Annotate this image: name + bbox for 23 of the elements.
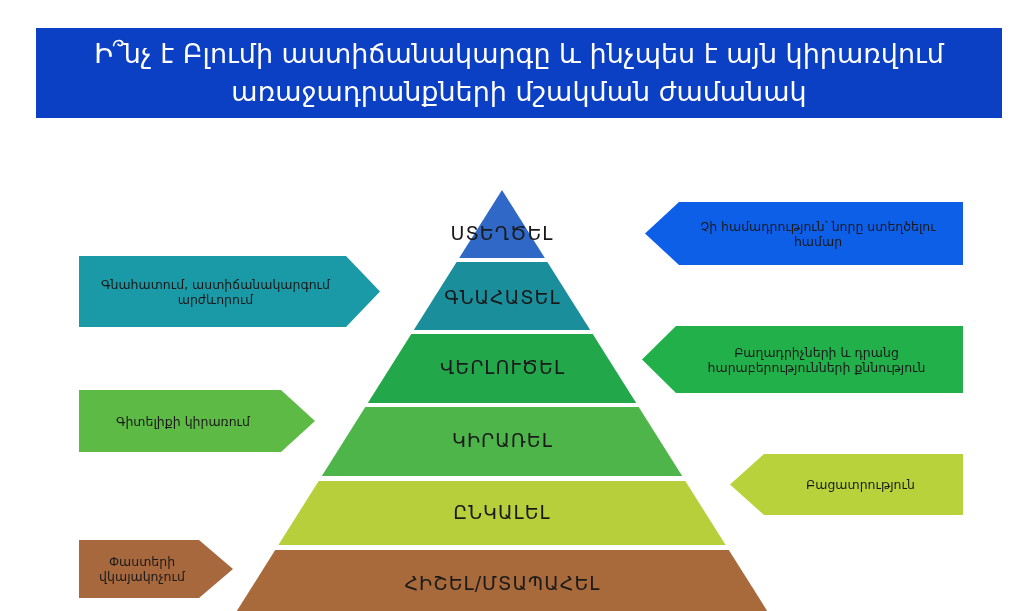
- pyramid-level: [322, 407, 683, 476]
- level-label: ԿԻՐԱՌԵԼ: [451, 429, 554, 451]
- level-label: ԳՆԱՀԱՏԵԼ: [443, 286, 562, 308]
- arrow-callout: [79, 256, 380, 327]
- callout-text: Գնահատում, աստիճանակարգում արժևորում: [100, 275, 331, 309]
- callout-text: Գիտելիքի կիրառում: [115, 412, 251, 431]
- arrow-callout: [642, 326, 963, 393]
- pyramid-level: [414, 262, 591, 330]
- arrow-callout: [79, 390, 315, 452]
- pyramid-level: [237, 550, 768, 611]
- callout-text: Չի համադրություն՝ նորը ստեղծելու համար: [699, 217, 937, 251]
- callout-text: Բաղադրիչների և դրանց հարաբերությունների քննություն: [706, 343, 927, 377]
- callout-text: Փաստերի վկայակոչում: [98, 553, 186, 586]
- level-label: ՎԵՐԼՈՒԾԵԼ: [438, 356, 567, 378]
- title-banner: Ի՞նչ է Բլումի աստիճանակարգը և ինչպես է այն կիրառվում առաջադրանքների մշակման ժամանակ: [36, 28, 1002, 118]
- callout-text: Բացատրություն: [805, 476, 916, 494]
- pyramid-level: [368, 334, 637, 403]
- arrow-callout: [645, 202, 963, 265]
- level-label: ԸՆԿԱԼԵԼ: [452, 501, 552, 523]
- pyramid-level: [278, 481, 726, 545]
- arrow-callout: [79, 540, 233, 598]
- arrow-callout: [730, 454, 963, 515]
- level-label: ՀԻՇԵԼ/ՄՏԱՊԱՀԵԼ: [403, 572, 602, 594]
